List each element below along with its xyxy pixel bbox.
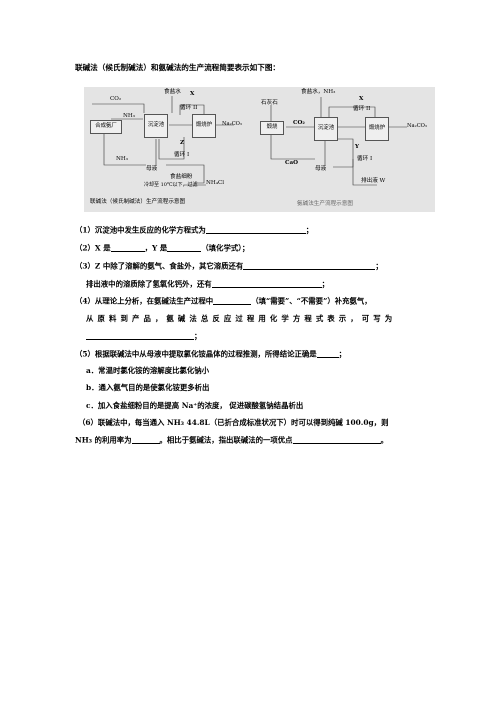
- flowchart-lianjian-lines: [92, 96, 234, 186]
- q2-text-b: ，Y 是: [144, 243, 168, 253]
- sediment-pool-box: 沉淀池: [144, 114, 168, 138]
- q6-end: 。: [380, 435, 388, 445]
- label-cycle2: 循环 II: [180, 105, 198, 111]
- question-3-b: 排出液中的溶质除了氢氧化钙外，还有 ；: [86, 280, 329, 288]
- cycle1-line-2: [333, 138, 354, 168]
- cycle2-line-2: [328, 106, 376, 117]
- sediment-pool-box-2: 沉淀池: [314, 117, 338, 141]
- label-cao: CaO: [285, 160, 298, 166]
- q1-text: （1）沉淀池中发生反应的化学方程式为: [75, 225, 206, 235]
- label-z: Z: [180, 140, 185, 146]
- option-b: b．通入氨气目的是使氯化铵更多析出: [86, 383, 210, 392]
- answer-blank-q1[interactable]: [205, 226, 306, 234]
- calciner-right-box: 煅烧炉: [365, 117, 389, 141]
- label-na2co3-2: Na₂CO₃: [407, 123, 428, 129]
- question-4: （4）从理论上分析，在氨碱法生产过程中 （填“需要”、“不需要”）补充氨气，: [75, 297, 372, 305]
- q2-text-a: （2）X 是: [75, 243, 111, 253]
- option-c: c．加入食盐细粉目的是提高 Na⁺的浓度， 促进碳酸氢钠结晶析出: [86, 401, 304, 410]
- label-nh4cl: NH₄Cl: [206, 180, 225, 186]
- q3-b-end: ；: [321, 279, 330, 289]
- q1-end: ；: [305, 225, 314, 235]
- q3-end: ；: [375, 261, 383, 271]
- label-mother-2: 母液: [315, 166, 327, 172]
- question-4-c: 从原料到产品，氨碱法总反应过程用化学方程式表示，可写为: [86, 314, 397, 323]
- label-y: Y: [355, 144, 359, 150]
- label-discharge: 排出液 W: [361, 178, 386, 184]
- label-co2-2: CO₂: [293, 120, 305, 126]
- ammonia-plant-box: 合成氨厂: [90, 120, 122, 134]
- label-salt-water: 食盐水: [164, 89, 181, 95]
- cycle1-line: [158, 137, 185, 160]
- answer-blank-q4-b[interactable]: [86, 332, 194, 340]
- label-mother: 母液: [146, 166, 158, 172]
- label-salt-powder: 食盐细粉: [170, 174, 193, 180]
- question-5: （5）根据联碱法中从母液中提取氯化铵晶体的过程推测，所得结论正确是 ；: [75, 350, 346, 358]
- answer-blank-q3-a[interactable]: [243, 262, 376, 270]
- answer-blank-q5[interactable]: [316, 350, 339, 358]
- q3-text-b: 排出液中的溶质除了氢氧化钙外，还有: [86, 279, 212, 289]
- caption-anjian: 氨碱法生产流程示意图: [297, 201, 353, 207]
- label-na2co3: Na₂CO₃: [222, 121, 243, 127]
- answer-blank-q6-b[interactable]: [292, 436, 381, 444]
- label-nh3-a: NH₃: [123, 113, 136, 119]
- flowchart-lianjian: 合成氨厂 沉淀池 煅烧炉 CO₂ 食盐水 X 循环 II NH₃ Z 循环 I …: [84, 87, 260, 212]
- question-4-d: ；: [86, 332, 201, 340]
- label-salt-water-nh3: 食盐水，NH₃: [301, 89, 336, 95]
- q4-end: ；: [194, 331, 202, 341]
- page-title: 联碱法（候氏制碱法）和氨碱法的生产流程简要表示如下图：: [75, 63, 281, 72]
- question-3: （3）Z 中除了溶解的氨气、食盐外，其它溶质还有 ；: [75, 262, 383, 270]
- cycle2-line: [179, 104, 205, 115]
- answer-blank-q3-b[interactable]: [211, 280, 322, 288]
- answer-blank-q4-a[interactable]: [213, 297, 252, 305]
- q4-text-b: （填“需要”、“不需要”）补充氨气，: [251, 296, 372, 306]
- discharge-line: [352, 159, 377, 186]
- co2-flow-line: [92, 103, 145, 113]
- question-2: （2）X 是 ，Y 是 （填化学式）；: [75, 244, 249, 252]
- q4-text-a: （4）从理论上分析，在氨碱法生产过程中: [75, 296, 214, 306]
- option-a: a．常温时氯化铵的溶解度比氯化钠小: [86, 366, 210, 375]
- cao-line: [270, 133, 315, 160]
- answer-blank-q6-a[interactable]: [131, 436, 160, 444]
- calciner-left-box: 煅烧: [260, 121, 284, 135]
- question-6: （6）联碱法中，每当通入 NH₃ 44.8L（已折合成标准状况下）时可以得到纯碱…: [78, 418, 389, 427]
- q5-text: （5）根据联碱法中从母液中提取氯化铵晶体的过程推测，所得结论正确是: [75, 349, 317, 359]
- answer-blank-q2-y[interactable]: [167, 244, 202, 252]
- q5-end: ；: [338, 349, 347, 359]
- label-x-2: X: [359, 96, 364, 102]
- label-cool: 冷却至 10℃以下，过滤: [144, 182, 198, 188]
- question-1: （1）沉淀池中发生反应的化学方程式为 ；: [75, 226, 313, 234]
- question-6-b: NH₃ 的利用率为 。相比于氨碱法，指出联碱法的一项优点 。: [75, 436, 388, 444]
- q3-text-a: （3）Z 中除了溶解的氨气、食盐外，其它溶质还有: [75, 261, 244, 271]
- q6-text-b: NH₃ 的利用率为: [75, 435, 132, 445]
- label-nh3-b: NH₃: [116, 156, 129, 162]
- q6-text-c: 。相比于氨碱法，指出联碱法的一项优点: [159, 435, 293, 445]
- label-cycle1: 循环 I: [174, 152, 190, 158]
- label-x: X: [190, 91, 195, 97]
- label-co2: CO₂: [110, 96, 122, 102]
- label-cycle1-2: 循环 I: [357, 156, 373, 162]
- salt-powder-line: [166, 164, 205, 184]
- flowchart-anjian: 石灰石 食盐水，NH₃ X 循环 II CO₂ Y CaO 循环 I 母液 排出…: [257, 87, 435, 212]
- label-limestone: 石灰石: [261, 100, 278, 106]
- nh3-to-mother-line: [103, 127, 146, 166]
- caption-lianjian: 联碱法（候氏制碱法）生产流程示意图: [90, 199, 186, 205]
- answer-blank-q2-x[interactable]: [110, 244, 145, 252]
- calciner-box: 煅烧炉: [192, 114, 216, 138]
- q2-text-c: （填化学式）；: [201, 243, 250, 253]
- flowchart-anjian-lines: [270, 97, 407, 186]
- label-cycle2-2: 循环 II: [353, 106, 371, 112]
